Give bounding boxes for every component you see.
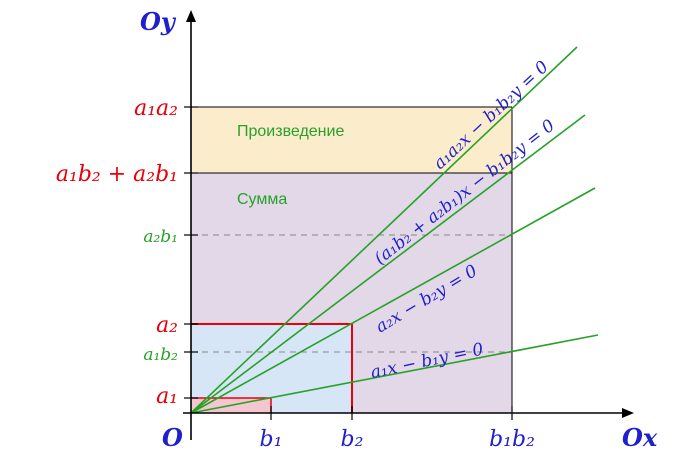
y-tick-label-a2b1: a₂b₁ (143, 227, 178, 247)
x-tick-label-b1: b₁ (260, 427, 283, 452)
line-a2x-b2y (190, 187, 596, 414)
line-a1x-b1y (190, 334, 599, 414)
y-tick-label-a1b2: a₁b₂ (143, 345, 178, 365)
product-label: Произведение (237, 123, 344, 140)
line-a1a2x-b1b2y (190, 46, 578, 414)
origin-label: O (162, 423, 183, 452)
x-axis-label: Ox (622, 423, 658, 452)
line-sum (190, 114, 586, 414)
y-tick-label-a1a2: a₁a₂ (134, 96, 178, 121)
y-tick-label-a1: a₁ (156, 384, 178, 409)
y-axis-label: Oy (140, 7, 177, 36)
y-tick-label-a2: a₂ (156, 313, 178, 338)
sum-label: Сумма (237, 191, 287, 208)
product-region (191, 107, 512, 173)
x-tick-label-b2: b₂ (341, 427, 364, 452)
y-tick-label-sum: a₁b₂ + a₂b₁ (56, 162, 178, 187)
x-tick-label-b1b2: b₁b₂ (489, 427, 535, 452)
